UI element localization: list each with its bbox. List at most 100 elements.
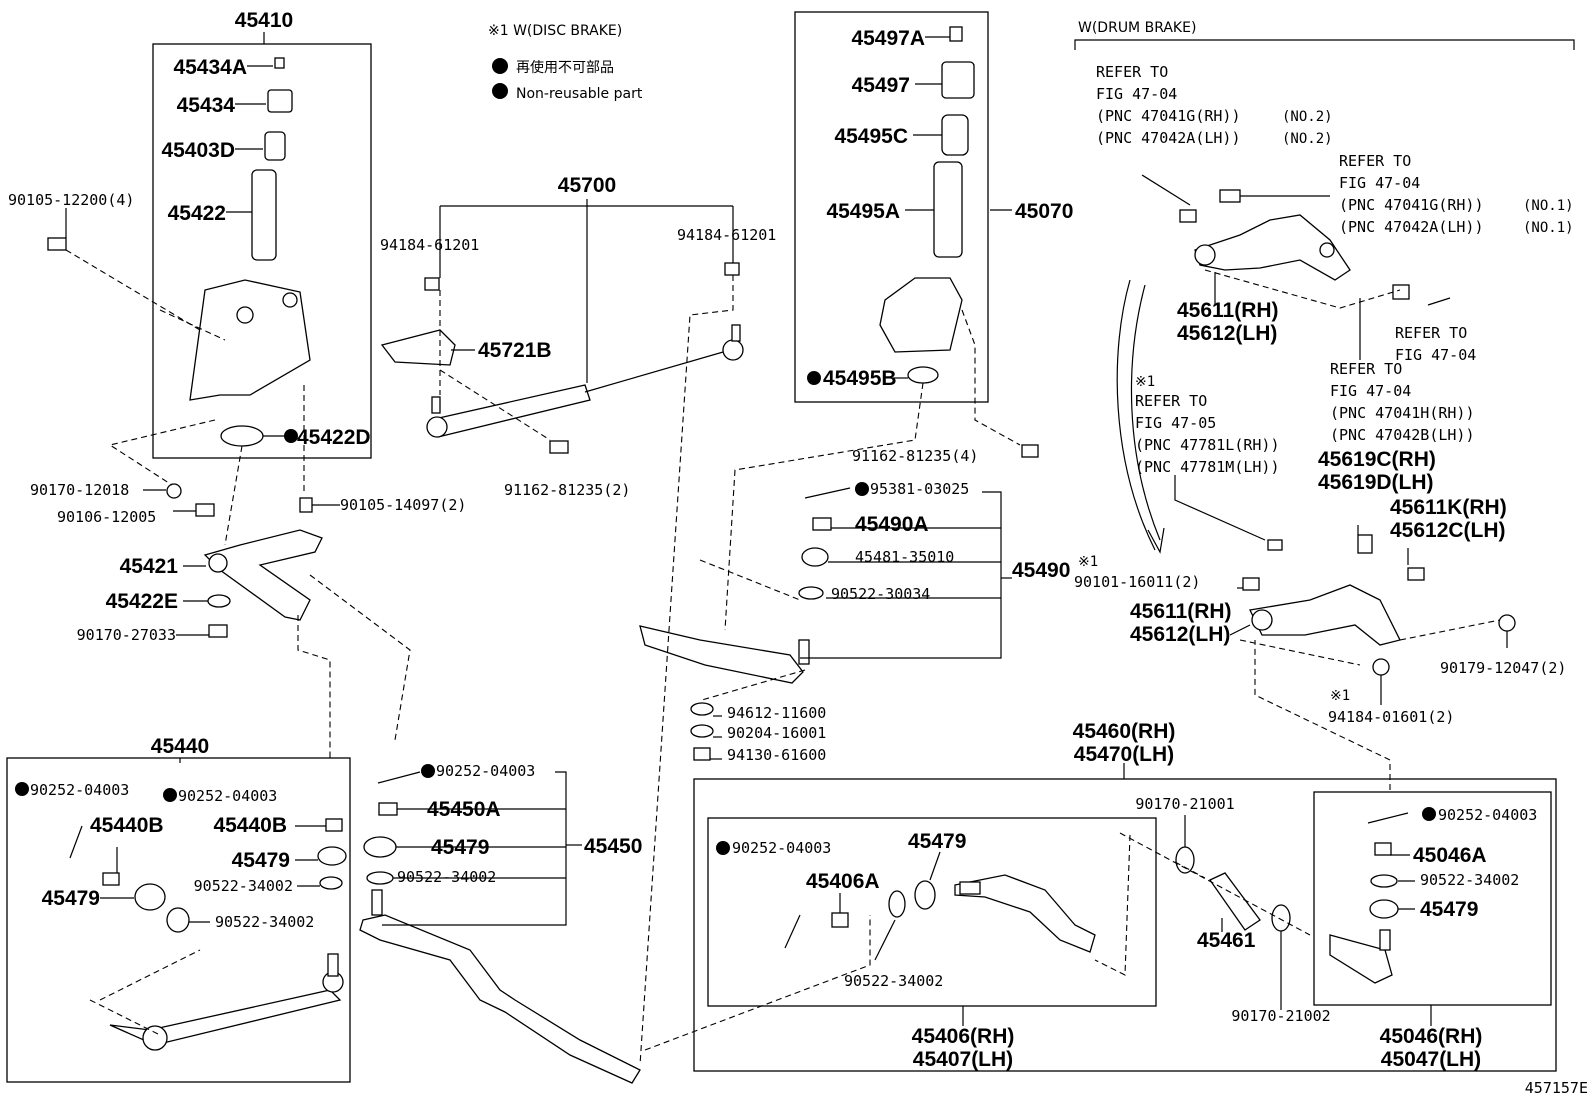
label-p91162-81235-2: 91162-81235(2)	[504, 481, 630, 499]
label-p45612C: 45612C(LH)	[1390, 519, 1506, 542]
ball-joint-part	[142, 1025, 168, 1051]
90170-21002-part	[1271, 904, 1291, 932]
45479-part	[134, 883, 166, 911]
label-mark1: ※1	[1135, 374, 1155, 390]
bolt-part	[1242, 577, 1260, 591]
label-p45495A: 45495A	[826, 200, 900, 223]
label-p45619C: 45619C(RH)	[1318, 448, 1436, 471]
drum-bracket	[1074, 39, 1575, 50]
nut-part	[325, 818, 343, 832]
nut-part	[208, 624, 228, 638]
label-ref2-b: FIG 47-04	[1339, 174, 1420, 192]
label-ref2-c2: (NO.1)	[1523, 198, 1574, 214]
label-ref5-a: REFER TO	[1135, 392, 1207, 410]
box-45046	[1313, 791, 1552, 1006]
label-p45612-a: 45612(LH)	[1177, 322, 1277, 345]
bolt-part	[1179, 209, 1197, 223]
45495B-part	[907, 366, 939, 384]
label-p45497A: 45497A	[851, 27, 925, 50]
nut-part	[166, 483, 182, 499]
arm-hole-icon	[1319, 242, 1335, 258]
label-p45046: 45046(RH)	[1380, 1025, 1483, 1048]
label-p90252-04003-d: 90252-04003	[732, 839, 831, 857]
spring-part	[166, 907, 190, 933]
45461-part	[1209, 872, 1261, 931]
45497A-part	[949, 26, 963, 42]
label-p90522-34002-a: 90522-34002	[194, 877, 293, 895]
label-p90179-12047: 90179-12047(2)	[1440, 659, 1566, 677]
label-p45619D: 45619D(LH)	[1318, 471, 1434, 494]
bolt-part	[1267, 539, 1283, 551]
nut-part	[102, 872, 120, 886]
45479-part	[317, 846, 347, 866]
stud-part	[731, 324, 741, 342]
45495C-part	[941, 114, 969, 156]
label-p45407: 45407(LH)	[913, 1048, 1013, 1071]
spring-part	[1370, 874, 1398, 888]
label-p90204-16001: 90204-16001	[727, 724, 826, 742]
label-p45434A: 45434A	[173, 56, 247, 79]
label-ref1-b: FIG 47-04	[1096, 85, 1177, 103]
label-figure-id: 457157E	[1525, 1079, 1588, 1097]
45422E-part	[207, 594, 231, 608]
label-p45490A: 45490A	[855, 513, 929, 536]
nut-part	[1498, 614, 1516, 632]
label-p45490: 45490	[1012, 559, 1070, 582]
idler-body	[879, 277, 963, 353]
nut-part	[693, 747, 711, 761]
box-45410	[152, 43, 372, 459]
cotter-pin-icon	[377, 771, 421, 784]
label-ref5-b: FIG 47-05	[1135, 414, 1216, 432]
damper-body	[429, 384, 591, 438]
label-p90252-04003-a: 90252-04003	[30, 781, 129, 799]
damper-eye	[722, 339, 744, 361]
label-p95381-03025: 95381-03025	[870, 480, 969, 498]
label-p45479-b: 45479	[232, 849, 290, 872]
label-ref2-a: REFER TO	[1339, 152, 1411, 170]
label-p45406: 45406(RH)	[912, 1025, 1015, 1048]
label-p90170-21002: 90170-21002	[1231, 1007, 1330, 1025]
label-p45461: 45461	[1197, 929, 1256, 952]
nut-part	[1392, 284, 1410, 300]
label-p94612-11600: 94612-11600	[727, 704, 826, 722]
knuckle-arm-upper	[1194, 214, 1351, 281]
45406-part	[954, 874, 1096, 953]
box-45406	[707, 817, 1157, 1007]
45422-part	[251, 169, 277, 261]
45479-part	[914, 880, 936, 910]
label-p45450: 45450	[584, 835, 642, 858]
label-p90170-12018: 90170-12018	[30, 481, 129, 499]
washer-part	[690, 702, 714, 716]
label-ref5-c: (PNC 47781L(RH))	[1135, 436, 1280, 454]
gearbox-hole-icon	[282, 292, 298, 308]
label-ref4-d: (PNC 47042B(LH))	[1330, 426, 1475, 444]
label-p45440B-a: 45440B	[90, 814, 164, 837]
bolt-part	[195, 503, 215, 517]
label-p90252-04003-e: 90252-04003	[1438, 806, 1537, 824]
label-p45612-b: 45612(LH)	[1130, 623, 1230, 646]
cotter-pin-icon	[1427, 297, 1451, 306]
label-drum-note: W(DRUM BRAKE)	[1078, 20, 1196, 36]
label-ref1-c2: (NO.2)	[1282, 109, 1333, 125]
label-mark3: ※1	[1330, 688, 1350, 704]
label-p94130-61600: 94130-61600	[727, 746, 826, 764]
label-ref2-c: (PNC 47041G(RH))	[1339, 196, 1484, 214]
45434-part	[267, 89, 293, 113]
label-p45611K: 45611K(RH)	[1390, 496, 1507, 519]
label-p45479-a: 45479	[42, 887, 100, 910]
label-ref2-d: (PNC 47042A(LH))	[1339, 218, 1484, 236]
box-45460	[693, 778, 1557, 1072]
label-p90170-21001: 90170-21001	[1135, 795, 1234, 813]
label-p45421: 45421	[120, 555, 179, 578]
45490A-part	[812, 517, 832, 531]
label-p45450A: 45450A	[427, 798, 501, 821]
label-p45479-c: 45479	[431, 836, 489, 859]
idler-arm-part	[639, 625, 804, 684]
45046-part	[1329, 934, 1393, 984]
arm-hole-icon	[208, 553, 228, 573]
spring-part	[366, 871, 394, 885]
label-p45479-e: 45479	[1420, 898, 1478, 921]
label-ref1-a: REFER TO	[1096, 63, 1168, 81]
cotter-pin-icon	[1367, 812, 1409, 824]
